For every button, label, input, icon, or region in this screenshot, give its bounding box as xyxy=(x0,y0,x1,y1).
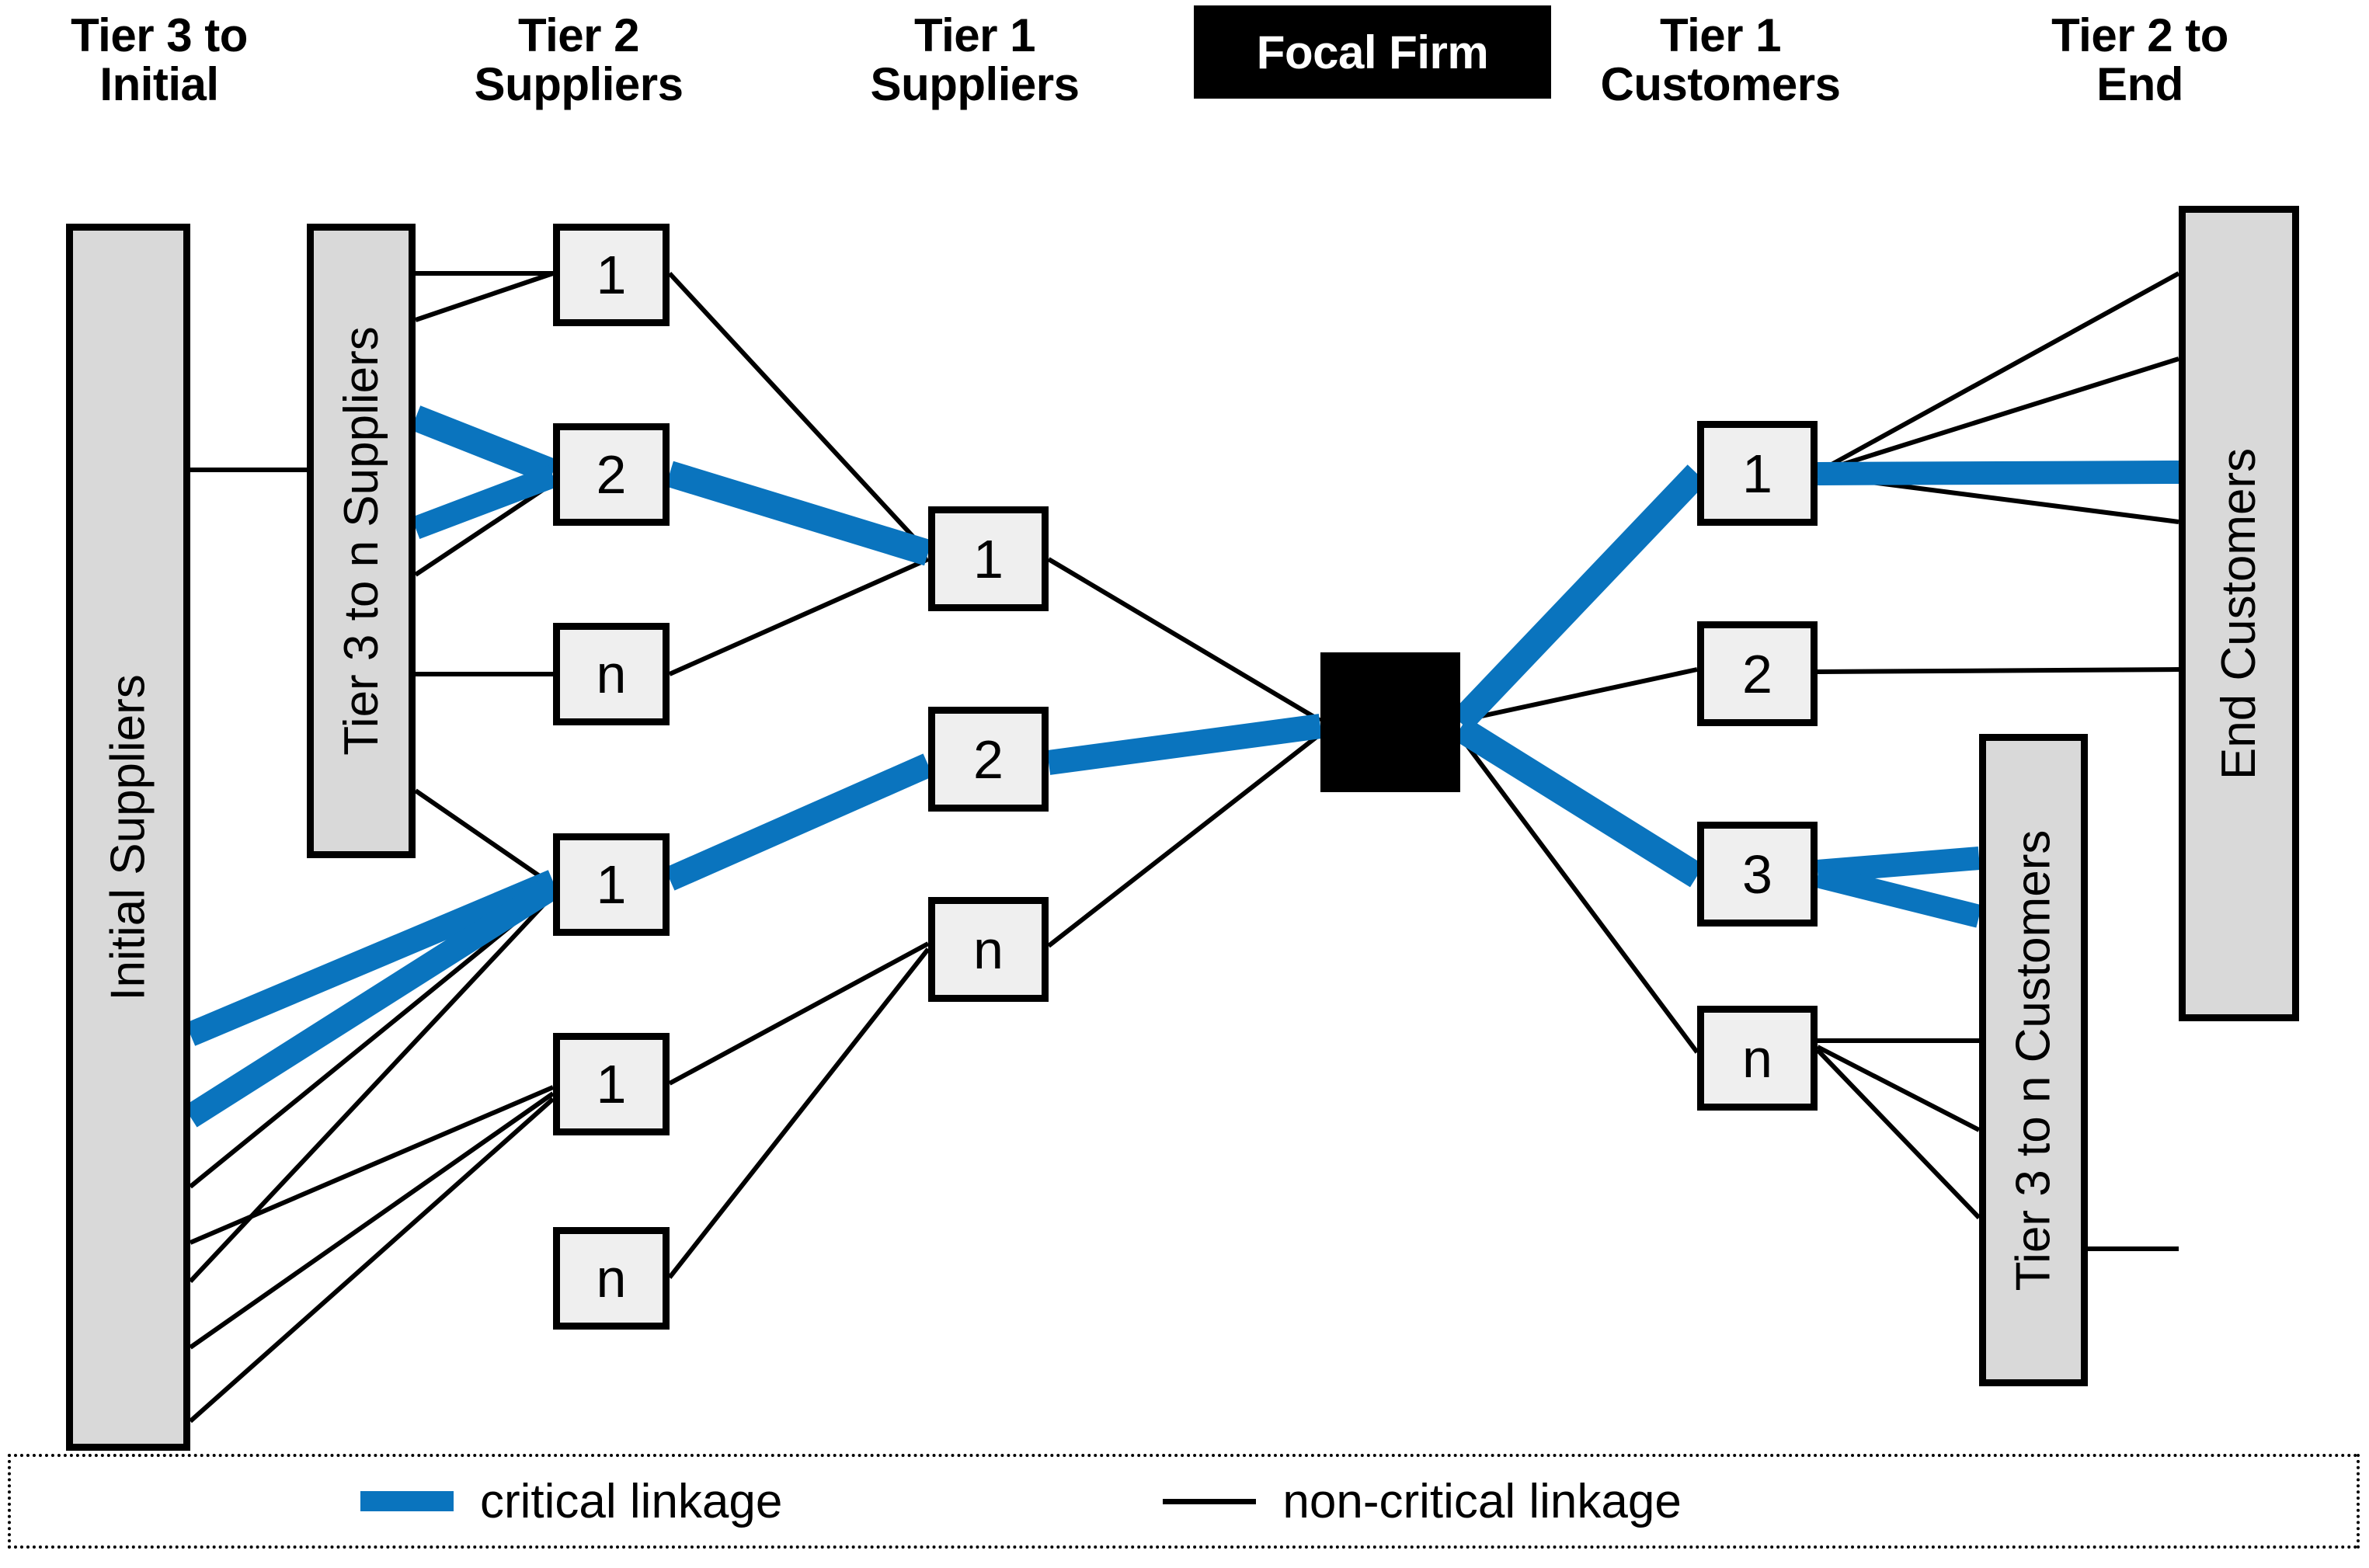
node-t2s-1b: 1 xyxy=(553,833,670,936)
node-t1c-n: n xyxy=(1697,1006,1818,1111)
noncritical-linkage xyxy=(1817,667,2179,674)
node-label: 1 xyxy=(973,528,1004,589)
column-header-line2: Suppliers xyxy=(870,58,1080,110)
node-focal-firm xyxy=(1320,652,1460,792)
critical-linkage xyxy=(664,753,934,891)
critical-linkage xyxy=(183,876,560,1128)
noncritical-linkage xyxy=(1815,1048,1981,1220)
noncritical-linkage xyxy=(1816,271,2180,475)
node-t2s-nb: n xyxy=(553,1227,670,1330)
legend: critical linkage non-critical linkage xyxy=(8,1454,2360,1549)
noncritical-linkage xyxy=(667,947,931,1279)
node-label: n xyxy=(596,1248,627,1309)
node-label: 1 xyxy=(596,854,627,915)
node-label: 2 xyxy=(1742,643,1772,704)
column-header-line1: Tier 2 xyxy=(518,9,640,61)
column-header-line1: Tier 1 xyxy=(1660,9,1782,61)
node-t2s-1c: 1 xyxy=(553,1033,670,1135)
node-label: 2 xyxy=(973,728,1004,790)
critical-linkage-group xyxy=(183,405,2179,1128)
noncritical-linkage xyxy=(668,941,930,1086)
noncritical-linkage xyxy=(414,481,555,577)
critical-linkage xyxy=(185,870,558,1046)
node-label: 3 xyxy=(1742,843,1772,905)
node-t1c-3: 3 xyxy=(1697,822,1818,927)
noncritical-linkage-group xyxy=(188,271,2180,1424)
node-t1c-1: 1 xyxy=(1697,421,1818,526)
node-label: 1 xyxy=(1742,443,1772,504)
noncritical-linkage xyxy=(667,271,931,555)
noncritical-linkage xyxy=(414,788,555,888)
tier-bar-initial-suppliers: Initial Suppliers xyxy=(66,224,190,1451)
noncritical-linkage xyxy=(1047,732,1322,948)
column-header-line1: Tier 2 to xyxy=(2051,9,2228,61)
node-label: 1 xyxy=(596,1054,627,1114)
blue-bar-icon xyxy=(360,1491,454,1511)
noncritical-linkage xyxy=(1816,1045,1981,1132)
noncritical-linkage xyxy=(668,557,930,676)
column-header-line2: Suppliers xyxy=(474,58,684,110)
critical-linkage xyxy=(1453,717,1704,888)
noncritical-linkage xyxy=(189,1091,555,1350)
node-label: n xyxy=(973,919,1004,980)
node-t2s-2: 2 xyxy=(553,423,670,526)
critical-linkage xyxy=(1814,864,1982,928)
focal-firm-header-label: Focal Firm xyxy=(1256,26,1489,78)
node-t2s-n: n xyxy=(553,623,670,725)
node-t2s-1: 1 xyxy=(553,224,670,326)
focal-firm-header: Focal Firm xyxy=(1194,5,1551,99)
noncritical-linkage xyxy=(415,271,554,322)
column-header-line2: Customers xyxy=(1600,58,1841,110)
critical-linkage xyxy=(1817,461,2179,485)
critical-linkage xyxy=(1816,847,1981,883)
column-header-line2: End xyxy=(2096,58,2183,110)
legend-label-noncritical: non-critical linkage xyxy=(1282,1474,1682,1528)
node-t1s-n: n xyxy=(928,897,1049,1002)
noncritical-linkage xyxy=(189,889,555,1189)
node-t1c-2: 2 xyxy=(1697,621,1818,726)
tier-bar-label: Tier 3 to n Suppliers xyxy=(334,326,388,756)
node-label: n xyxy=(596,644,627,704)
node-label: 2 xyxy=(596,444,627,505)
column-header-line1: Tier 3 to xyxy=(71,9,248,61)
critical-linkage xyxy=(666,461,932,566)
node-t1s-1: 1 xyxy=(928,506,1049,611)
noncritical-linkage xyxy=(189,1097,555,1424)
noncritical-linkage xyxy=(1459,667,1698,723)
legend-item-critical: critical linkage xyxy=(360,1474,782,1529)
column-header-line2: Initial xyxy=(99,58,219,110)
tier-bar-label: Initial Suppliers xyxy=(101,673,155,1001)
tier-bar-end-customers: End Customers xyxy=(2179,206,2299,1021)
node-t1s-2: 2 xyxy=(928,707,1049,812)
tier-bar-label: End Customers xyxy=(2212,447,2266,780)
tier-bar-label: Tier 3 to n Customers xyxy=(2006,829,2061,1291)
critical-linkage xyxy=(411,464,558,540)
noncritical-linkage xyxy=(1458,735,1699,1054)
node-label: 1 xyxy=(596,245,627,305)
black-line-icon xyxy=(1163,1498,1257,1504)
critical-linkage xyxy=(1450,464,1707,732)
node-label: n xyxy=(1742,1027,1772,1089)
critical-linkage xyxy=(1046,714,1323,775)
noncritical-linkage xyxy=(189,1085,555,1245)
legend-item-noncritical: non-critical linkage xyxy=(1163,1474,1682,1529)
noncritical-linkage xyxy=(1047,557,1322,723)
tier-bar-tier3-n-customers: Tier 3 to n Customers xyxy=(1979,734,2088,1386)
critical-linkage xyxy=(410,405,558,485)
tier-bar-tier3-n-suppliers: Tier 3 to n Suppliers xyxy=(307,224,416,858)
noncritical-linkage xyxy=(1817,356,2179,475)
column-header-line1: Tier 1 xyxy=(914,9,1036,61)
legend-label-critical: critical linkage xyxy=(480,1474,783,1528)
